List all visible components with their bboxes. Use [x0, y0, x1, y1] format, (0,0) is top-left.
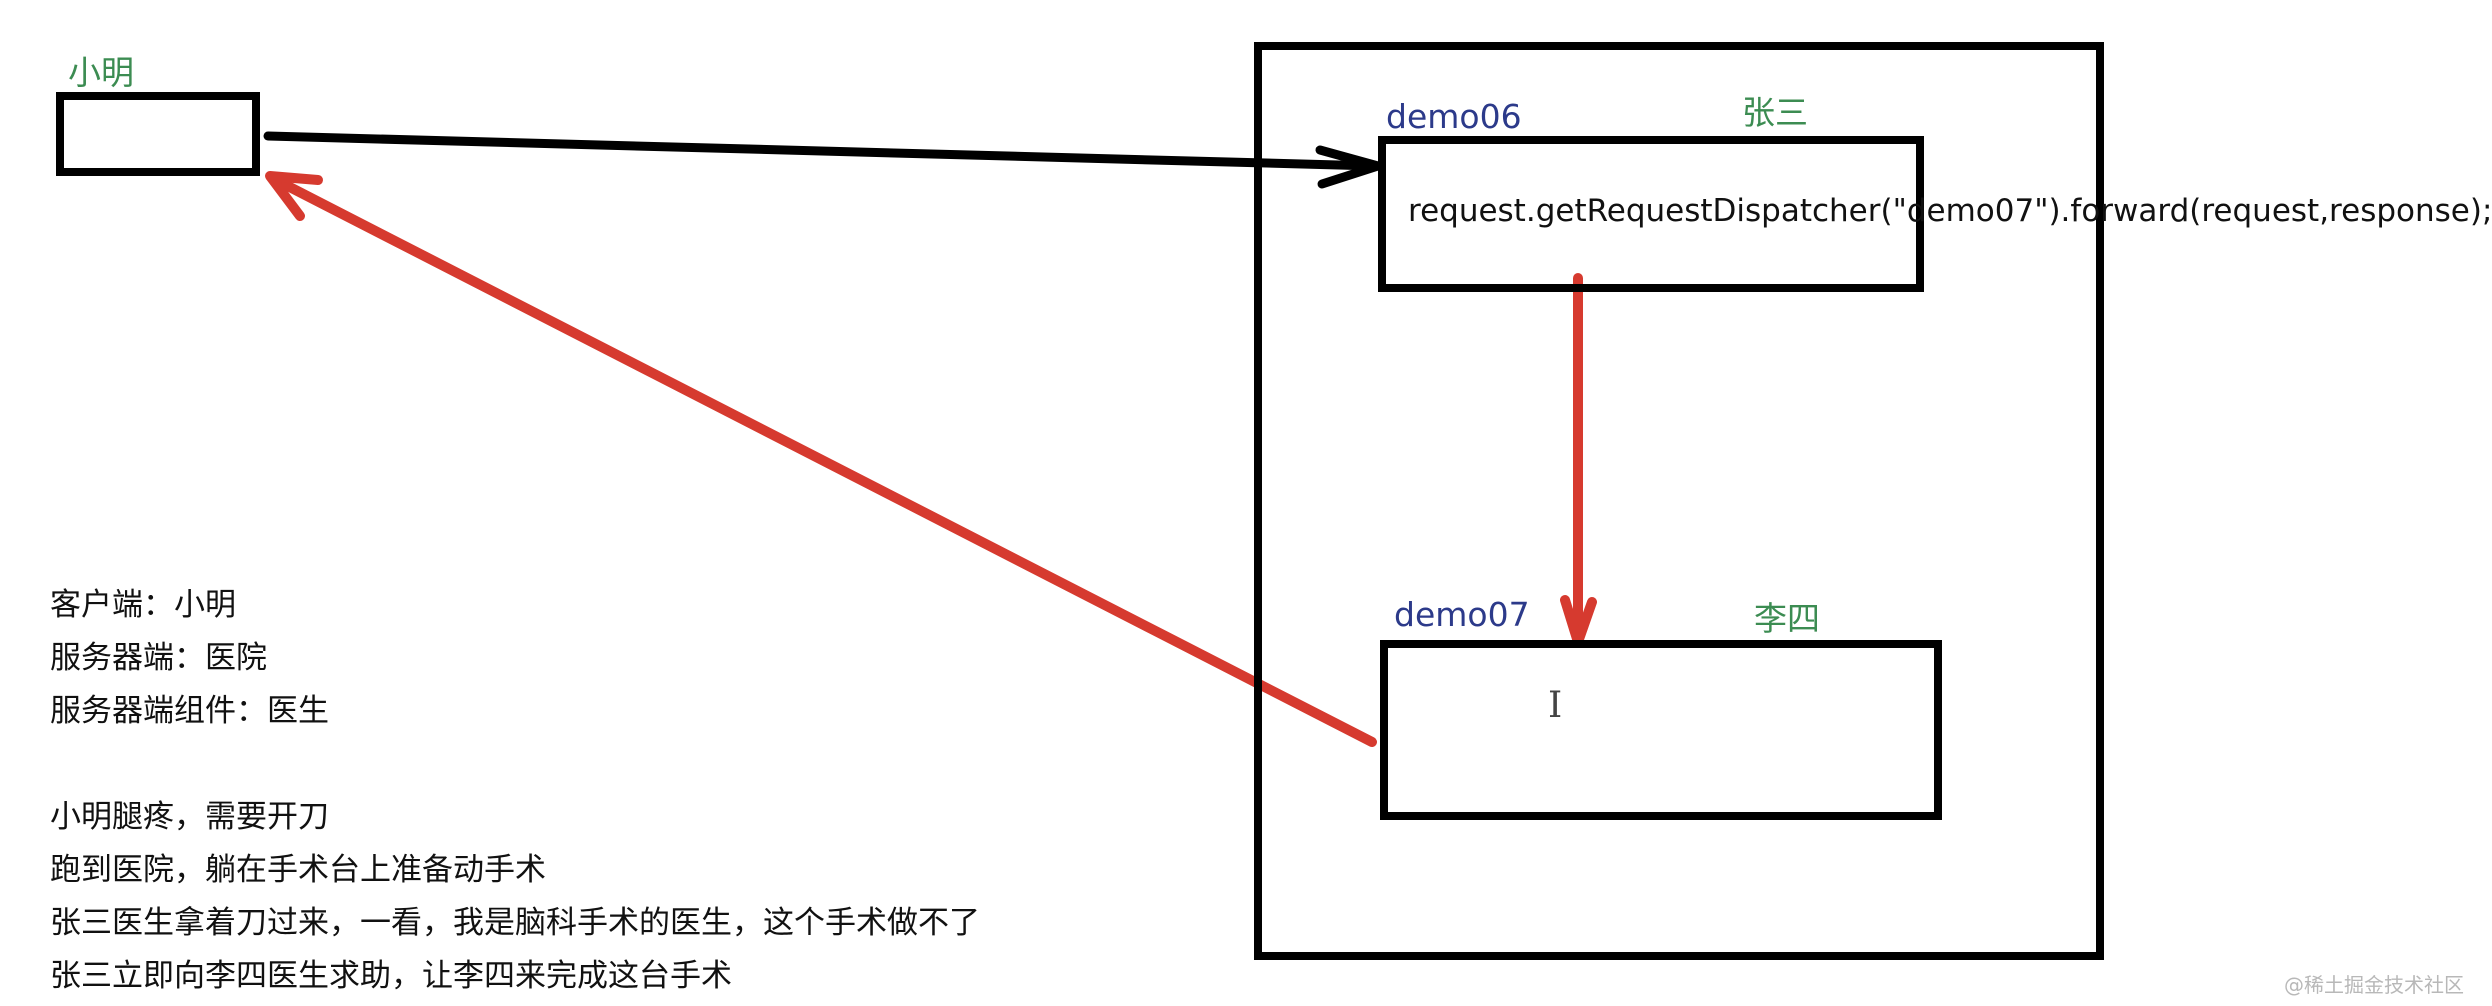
request-arrow [263, 131, 1380, 171]
note-line: 服务器端：医院 [50, 640, 267, 676]
note-line: 张三医生拿着刀过来，一看，我是脑科手术的医生，这个手术做不了 [50, 905, 980, 941]
text-cursor-icon: I [1548, 685, 1563, 726]
note-line: 服务器端组件：医生 [50, 693, 329, 729]
demo07-box [1380, 640, 1942, 820]
forward-code-line: request.getRequestDispatcher("demo07").f… [1408, 193, 2492, 229]
lisi-label: 李四 [1754, 599, 1820, 638]
note-line: 张三立即向李四医生求助，让李四来完成这台手术 [50, 958, 732, 994]
client-box [56, 92, 260, 176]
demo07-label: demo07 [1394, 595, 1530, 634]
demo06-box [1378, 136, 1924, 292]
response-arrow [271, 175, 1377, 747]
server-container-box [1254, 42, 2104, 960]
response-arrow-head [265, 171, 323, 221]
client-label: 小明 [68, 53, 134, 92]
watermark: @稀土掘金技术社区 [2284, 973, 2464, 997]
note-line: 客户端：小明 [50, 587, 236, 623]
zhangsan-label: 张三 [1742, 93, 1808, 132]
demo06-label: demo06 [1386, 97, 1522, 136]
note-line: 小明腿疼，需要开刀 [50, 799, 329, 835]
note-line: 跑到医院，躺在手术台上准备动手术 [50, 852, 546, 888]
